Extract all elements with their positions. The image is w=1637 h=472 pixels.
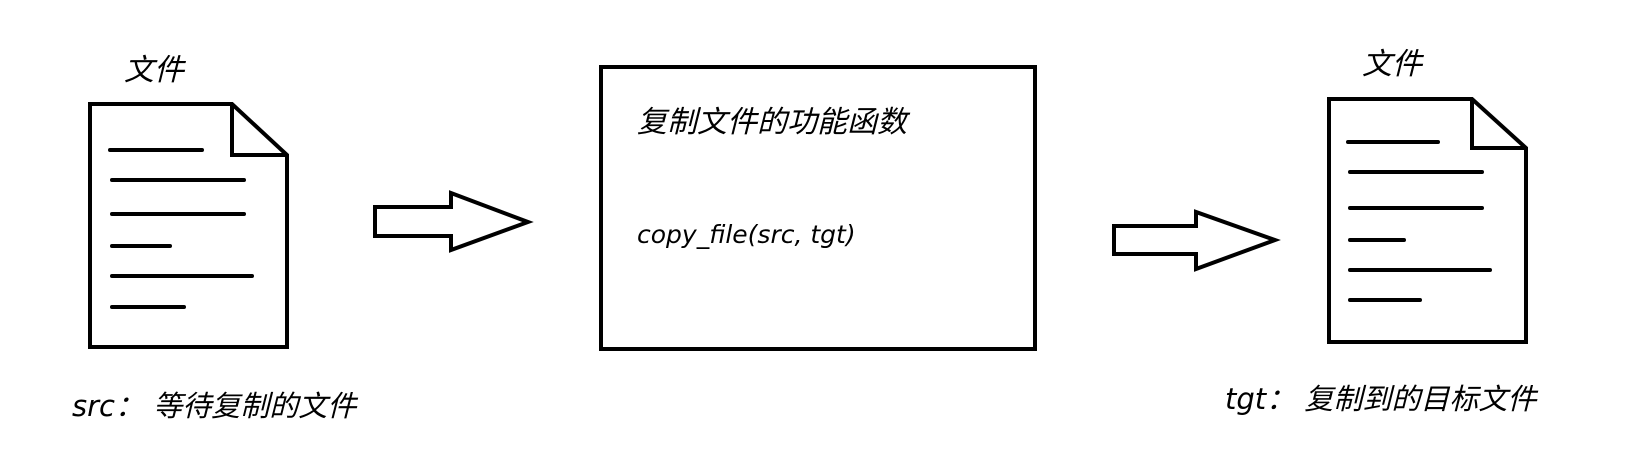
function-title: 复制文件的功能函数 [637, 105, 907, 140]
function-signature: copy_file(src, tgt) [637, 220, 856, 249]
target-file-caption: tgt： 复制到的目标文件 [1225, 382, 1537, 416]
source-file-title: 文件 [124, 53, 184, 88]
right-arrow-icon [373, 190, 534, 253]
right-arrow-icon [1112, 209, 1281, 272]
source-document-icon [88, 102, 289, 349]
target-document-icon [1327, 97, 1528, 344]
target-file-title: 文件 [1362, 47, 1422, 82]
source-file-caption: src： 等待复制的文件 [72, 389, 357, 423]
function-box [599, 65, 1037, 351]
